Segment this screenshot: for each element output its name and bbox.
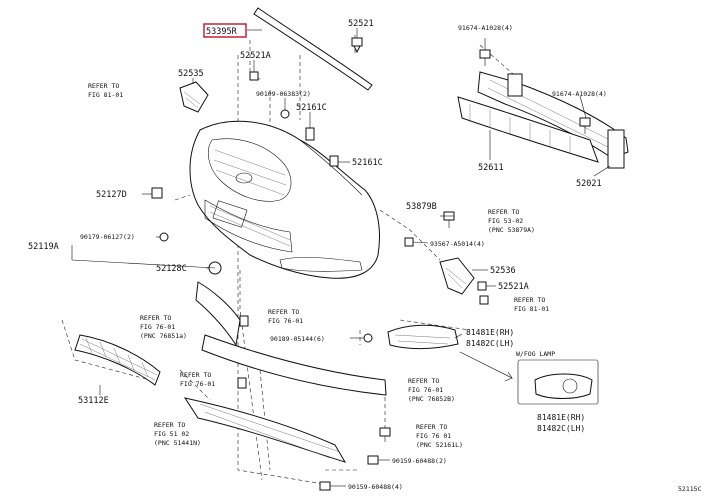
- callout-52021[interactable]: 52021: [576, 179, 602, 189]
- callout-52161C-b[interactable]: 52161C: [352, 158, 383, 168]
- svg-text:REFER TO: REFER TO: [140, 314, 171, 322]
- bolt-fig81-b: [479, 295, 489, 305]
- svg-text:REFER TO: REFER TO: [514, 296, 545, 304]
- callout-52119A[interactable]: 52119A: [28, 242, 59, 252]
- bolt-90159-a: [367, 455, 379, 465]
- clip-52161C-b: [329, 155, 339, 167]
- fog-lamp-cover-upper[interactable]: [387, 324, 459, 350]
- callout-93567[interactable]: 93567-A5014(4): [430, 240, 485, 248]
- callout-52521A-top[interactable]: 52521A: [240, 51, 271, 61]
- clip-93567: [404, 237, 414, 247]
- callouts: 53395R 52521 91674-A1028(4) 52521A 52535…: [28, 19, 607, 491]
- callout-52127D[interactable]: 52127D: [96, 190, 127, 200]
- clip-52161C-a: [305, 127, 315, 141]
- callout-91674-mid[interactable]: 91674-A1028(4): [552, 90, 607, 98]
- svg-text:FIG 76-01: FIG 76-01: [140, 323, 175, 331]
- front-bumper-cover[interactable]: [189, 120, 380, 279]
- bolt-91674-mid: [579, 117, 591, 134]
- svg-text:(PNC 76852B): (PNC 76852B): [408, 395, 455, 403]
- clip-fig76-b: [239, 315, 249, 327]
- svg-text:REFER TO: REFER TO: [416, 423, 447, 431]
- svg-text:REFER TO: REFER TO: [154, 421, 185, 429]
- callout-90189[interactable]: 90189-05144(6): [270, 335, 325, 343]
- callout-52611[interactable]: 52611: [478, 163, 504, 173]
- callout-52128C[interactable]: 52128C: [156, 264, 187, 274]
- refer-fig81-a: REFER TO FIG 81-01: [88, 82, 123, 99]
- clip-52521A-bot: [477, 281, 487, 291]
- bolt-90159-b: [319, 481, 331, 491]
- svg-text:REFER TO: REFER TO: [488, 208, 519, 216]
- clip-90109: [280, 109, 290, 119]
- refer-fig76-c: REFER TO FIG 76-01: [180, 371, 215, 388]
- svg-text:FIG 76-01: FIG 76-01: [408, 386, 443, 394]
- bumper-reinforcement-52021[interactable]: [477, 71, 629, 169]
- svg-text:FIG 76-01: FIG 76-01: [268, 317, 303, 325]
- callout-90109[interactable]: 90109-06383(2): [256, 90, 311, 98]
- refer-fig76-d: REFER TO FIG 76-01 (PNC 76852B): [408, 377, 455, 403]
- lower-grille-53112E[interactable]: [74, 334, 161, 386]
- energy-absorber-52611[interactable]: [457, 96, 599, 163]
- callout-81482C-a[interactable]: 81482C(LH): [466, 339, 514, 348]
- clip-52521A-top: [249, 71, 259, 81]
- callout-53395R[interactable]: 53395R: [206, 27, 238, 37]
- callout-90179[interactable]: 90179-06127(2): [80, 233, 135, 241]
- callout-52535[interactable]: 52535: [178, 69, 204, 79]
- callout-81481E-b[interactable]: 81481E(RH): [537, 413, 585, 422]
- svg-text:FIG 51 02: FIG 51 02: [154, 430, 189, 438]
- callout-52521A-bot[interactable]: 52521A: [498, 282, 529, 292]
- svg-text:FIG 53-02: FIG 53-02: [488, 217, 523, 225]
- refer-fig51: REFER TO FIG 51 02 (PNC 51441N): [154, 421, 201, 447]
- svg-text:FIG 81-01: FIG 81-01: [514, 305, 549, 313]
- bumper-bracket-52535[interactable]: [179, 81, 209, 113]
- callout-81482C-b[interactable]: 81482C(LH): [537, 424, 585, 433]
- leader-lines: [71, 28, 611, 487]
- svg-text:FIG 81-01: FIG 81-01: [88, 91, 123, 99]
- fog-lamp-cover-wfog[interactable]: [517, 359, 599, 405]
- callout-81481E-a[interactable]: 81481E(RH): [466, 328, 514, 337]
- refer-fig76-a: REFER TO FIG 76-01 (PNC 76851a): [140, 314, 187, 340]
- callout-52536[interactable]: 52536: [490, 266, 516, 276]
- callout-53879B[interactable]: 53879B: [406, 202, 437, 212]
- svg-text:(PNC 76851a): (PNC 76851a): [140, 332, 187, 340]
- svg-text:(PNC 53879A): (PNC 53879A): [488, 226, 535, 234]
- engine-under-cover[interactable]: [183, 397, 347, 463]
- callout-91674-top[interactable]: 91674-A1028(4): [458, 24, 513, 32]
- refer-fig53: REFER TO FIG 53-02 (PNC 53879A): [488, 208, 535, 234]
- refer-fig76-e: REFER TO FIG 76 01 (PNC 52161L): [416, 423, 463, 449]
- refer-fig81-b: REFER TO FIG 81-01: [514, 296, 549, 313]
- bolt-53879B: [443, 211, 455, 228]
- clip-52521-top: [351, 37, 363, 54]
- svg-text:(PNC 51441N): (PNC 51441N): [154, 439, 201, 447]
- clip-52127D: [151, 187, 163, 199]
- svg-text:REFER TO: REFER TO: [180, 371, 211, 379]
- bolt-fig76-e: [379, 427, 391, 442]
- svg-text:FIG 76-01: FIG 76-01: [180, 380, 215, 388]
- callout-53112E[interactable]: 53112E: [78, 396, 109, 406]
- grille-molding-53395R[interactable]: [247, 7, 373, 91]
- svg-text:REFER TO: REFER TO: [268, 308, 299, 316]
- bolt-91674-top: [479, 49, 491, 66]
- figure-code: 52115C: [678, 485, 702, 493]
- svg-text:REFER TO: REFER TO: [88, 82, 119, 90]
- refer-notes: REFER TO FIG 81-01 REFER TO FIG 53-02 (P…: [88, 82, 549, 449]
- clip-90189: [363, 333, 373, 343]
- callout-90159-a[interactable]: 90159-60488(2): [392, 457, 447, 465]
- variant-label-wfog: W/FOG LAMP: [516, 350, 555, 358]
- highlight-box: [203, 23, 247, 38]
- bumper-bracket-52536[interactable]: [439, 257, 475, 295]
- lower-molding-upper[interactable]: [195, 281, 241, 347]
- svg-text:FIG 76 01: FIG 76 01: [416, 432, 451, 440]
- lower-molding-lower[interactable]: [201, 334, 387, 396]
- refer-fig76-b: REFER TO FIG 76-01: [268, 308, 303, 325]
- callout-52161C-a[interactable]: 52161C: [296, 103, 327, 113]
- clip-fig76-c: [237, 377, 247, 389]
- svg-text:(PNC 52161L): (PNC 52161L): [416, 441, 463, 449]
- svg-text:REFER TO: REFER TO: [408, 377, 439, 385]
- callout-90159-b[interactable]: 90159-60488(4): [348, 483, 403, 491]
- clip-90179: [159, 232, 169, 242]
- callout-52521[interactable]: 52521: [348, 19, 374, 29]
- wfog-arrow: [459, 351, 513, 382]
